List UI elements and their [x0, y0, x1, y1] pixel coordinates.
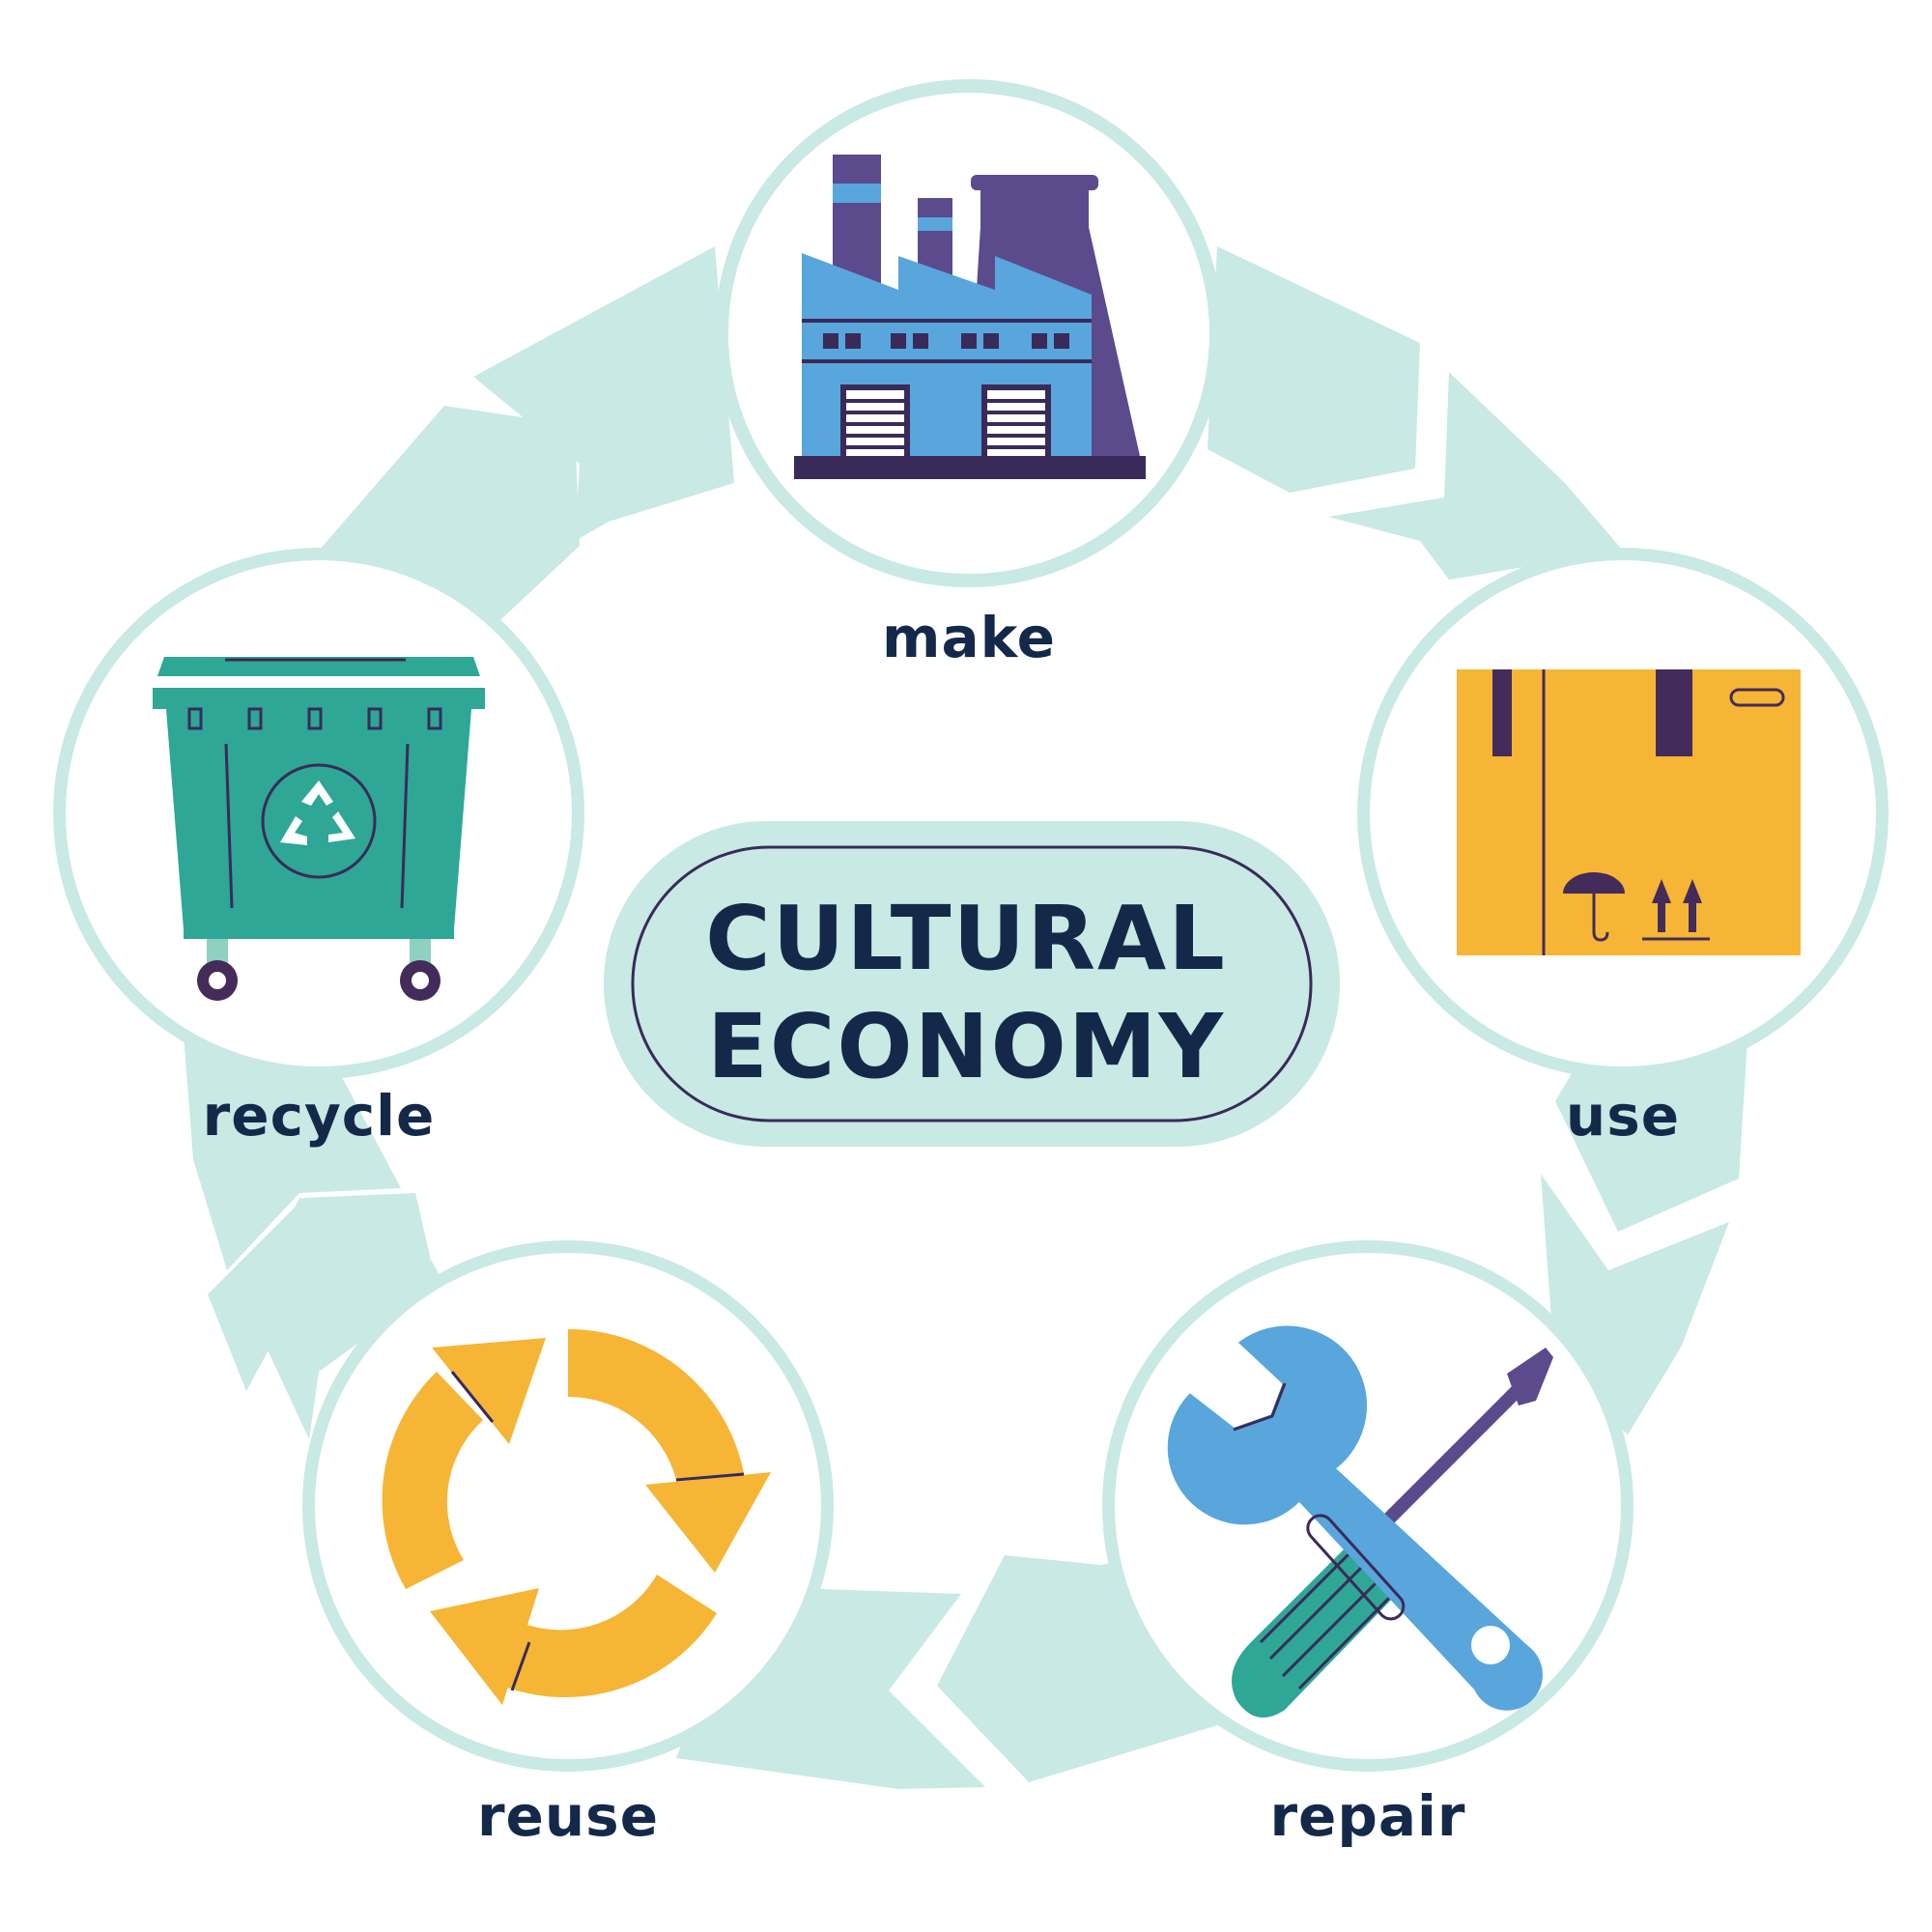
wrench-screwdriver-icon	[1167, 1325, 1553, 1718]
stage-label-use: use	[1565, 1083, 1681, 1149]
title-pill	[604, 821, 1340, 1147]
stage-label-make: make	[882, 605, 1056, 670]
ring-arrow-make-to-use-2	[1328, 372, 1623, 580]
stage-label-reuse: reuse	[476, 1783, 660, 1849]
ring-arrow-reuse-to-recycle-3	[246, 1198, 440, 1439]
recycle-bin-icon	[153, 657, 485, 1001]
circular-arrows-icon	[382, 1328, 771, 1705]
factory-icon	[794, 155, 1146, 479]
cardboard-box-icon	[1457, 669, 1801, 955]
title-line-1: CULTURAL	[705, 887, 1227, 990]
stage-label-repair: repair	[1269, 1783, 1466, 1849]
ring-arrow-reuse-to-recycle-2	[184, 1034, 401, 1270]
ring-arrow-make-to-use	[1208, 246, 1420, 493]
ring-arrow-recycle-to-make	[473, 246, 734, 541]
stage-label-recycle: recycle	[202, 1083, 436, 1149]
title-line-2: ECONOMY	[707, 995, 1225, 1098]
